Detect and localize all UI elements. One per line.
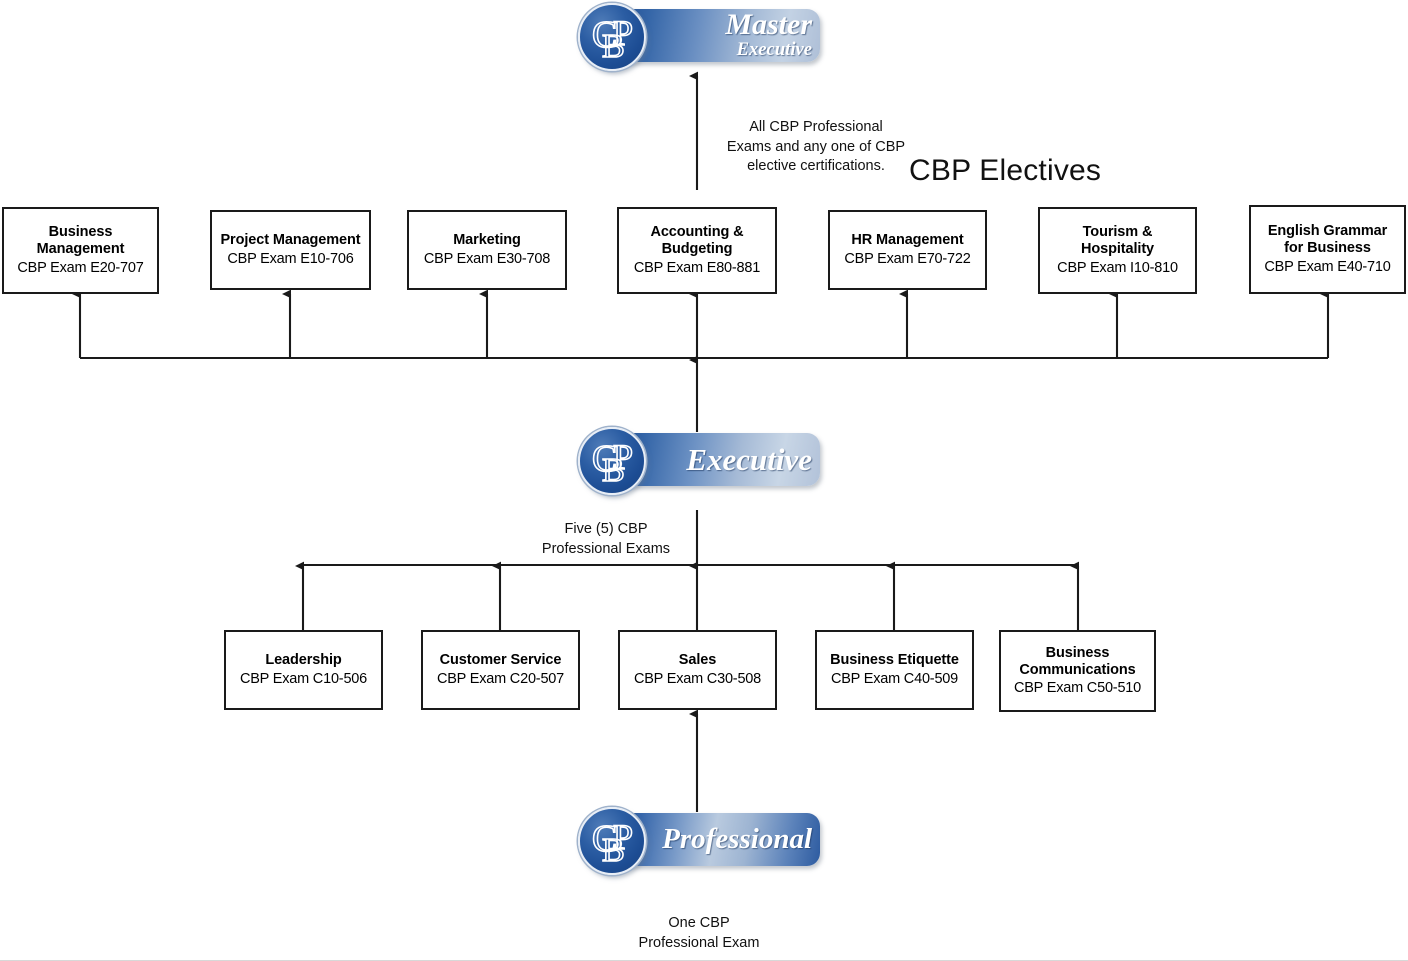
elective-box-marketing[interactable]: Marketing CBP Exam E30-708 [407, 210, 567, 290]
professional-box-business-communications[interactable]: Business Communications CBP Exam C50-510 [999, 630, 1156, 712]
svg-text:P: P [613, 437, 633, 477]
badge-label-line1: Master [725, 7, 812, 41]
node-title: Marketing [453, 232, 521, 249]
node-exam-code: CBP Exam C20-507 [436, 670, 565, 687]
node-title: Business Etiquette [830, 652, 959, 669]
badge-label: Professional [616, 824, 812, 853]
badge-plate: Executive [616, 433, 820, 486]
cbp-logo-icon: C B P [578, 3, 646, 71]
svg-text:P: P [613, 817, 633, 857]
cbp-logo-icon: C B P [578, 807, 646, 875]
svg-text:B: B [602, 28, 625, 65]
node-title: Sales [678, 652, 717, 669]
node-title: Business Management [36, 224, 125, 258]
svg-text:P: P [613, 13, 633, 53]
badge-master-executive[interactable]: Master Executive C B P [578, 3, 820, 72]
badge-plate: Master Executive [616, 9, 820, 62]
node-exam-code: CBP Exam E30-708 [423, 250, 551, 267]
node-exam-code: CBP Exam E70-722 [844, 250, 971, 267]
svg-text:B: B [602, 452, 625, 489]
professional-box-sales[interactable]: Sales CBP Exam C30-508 [618, 630, 777, 710]
cbp-logo-icon: C B P [578, 427, 646, 495]
node-exam-code: CBP Exam E80-881 [633, 259, 761, 276]
node-title: Accounting & Budgeting [650, 224, 744, 258]
node-title: Business Communications [1019, 644, 1136, 678]
svg-text:B: B [602, 832, 625, 869]
node-exam-code: CBP Exam C40-509 [830, 670, 959, 687]
badge-label-line2: Executive [736, 38, 812, 60]
badge-plate: Professional [616, 813, 820, 866]
badge-label: Executive [616, 443, 812, 474]
annotation-executive-requirement: Five (5) CBP Professional Exams [541, 521, 671, 557]
node-title: Customer Service [439, 652, 562, 669]
elective-box-business-management[interactable]: Business Management CBP Exam E20-707 [2, 207, 159, 294]
node-exam-code: CBP Exam E20-707 [17, 259, 144, 276]
svg-text:C: C [592, 818, 617, 860]
annotation-master-requirement: All CBP Professional Exams and any one o… [726, 119, 906, 175]
cbp-monogram-icon: C B P [591, 436, 634, 490]
professional-box-customer-service[interactable]: Customer Service CBP Exam C20-507 [421, 630, 580, 710]
node-title: Leadership [265, 652, 342, 669]
cbp-monogram-icon: C B P [591, 816, 634, 870]
node-exam-code: CBP Exam E10-706 [227, 250, 354, 267]
cbp-monogram-icon: C B P [591, 12, 634, 66]
node-exam-code: CBP Exam C50-510 [1013, 680, 1142, 697]
badge-professional[interactable]: Professional C B P [578, 807, 820, 876]
badge-label: Master Executive [616, 7, 812, 60]
svg-text:C: C [592, 14, 617, 56]
node-title: HR Management [851, 232, 964, 249]
professional-box-business-etiquette[interactable]: Business Etiquette CBP Exam C40-509 [815, 630, 974, 710]
node-title: Project Management [220, 232, 361, 249]
node-title: Tourism & Hospitality [1080, 224, 1155, 258]
node-exam-code: CBP Exam E40-710 [1264, 258, 1391, 275]
elective-box-accounting-budgeting[interactable]: Accounting & Budgeting CBP Exam E80-881 [617, 207, 777, 294]
node-exam-code: CBP Exam I10-810 [1057, 259, 1178, 276]
electives-heading: CBP Electives [909, 154, 1102, 187]
annotation-professional-requirement: One CBP Professional Exam [638, 915, 760, 951]
badge-label-line1: Professional [662, 822, 812, 855]
svg-text:C: C [592, 438, 617, 480]
node-exam-code: CBP Exam C10-506 [239, 670, 368, 687]
badge-label-line1: Executive [686, 441, 812, 477]
badge-executive[interactable]: Executive C B P [578, 427, 820, 496]
professional-box-leadership[interactable]: Leadership CBP Exam C10-506 [224, 630, 383, 710]
node-title: English Grammar for Business [1267, 223, 1388, 257]
elective-box-project-management[interactable]: Project Management CBP Exam E10-706 [210, 210, 371, 290]
elective-box-hr-management[interactable]: HR Management CBP Exam E70-722 [828, 210, 987, 290]
node-exam-code: CBP Exam C30-508 [633, 670, 762, 687]
elective-box-english-grammar-for-business[interactable]: English Grammar for Business CBP Exam E4… [1249, 205, 1406, 294]
elective-box-tourism-hospitality[interactable]: Tourism & Hospitality CBP Exam I10-810 [1038, 207, 1197, 294]
